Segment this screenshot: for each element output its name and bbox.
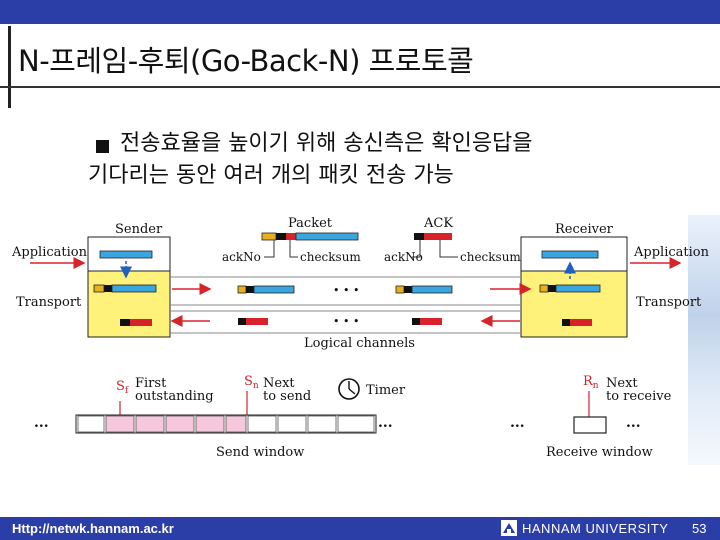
- sender-ack-red: [130, 319, 152, 326]
- packet-label: Packet: [288, 216, 333, 231]
- application-left-label: Application: [11, 245, 88, 260]
- sender-ack-black: [120, 319, 130, 326]
- flight-packet-1b: [246, 286, 254, 293]
- logical-channels-label: Logical channels: [304, 336, 415, 351]
- packet-format-ackno: [276, 233, 286, 240]
- receiver-label: Receiver: [555, 222, 614, 237]
- receive-window-left-ellipsis: ...: [510, 415, 525, 431]
- rn-label: Rn: [583, 374, 599, 391]
- next-to-send-label-2: to send: [263, 389, 311, 404]
- receiver-ack-red: [570, 319, 592, 326]
- flight-dots-top: • • •: [333, 284, 359, 297]
- footer-bar: [0, 517, 720, 540]
- university-logo-icon: [501, 520, 517, 536]
- footer-url[interactable]: Http://netwk.hannam.ac.kr: [12, 521, 174, 536]
- first-outstanding-label-1: First: [135, 376, 167, 391]
- ack-format-pointer-checksum: [439, 240, 458, 258]
- next-to-receive-label-2: to receive: [606, 389, 672, 404]
- packet-format-pointer-checksum: [289, 240, 298, 258]
- flight-ack-2a: [412, 318, 420, 325]
- receiver-transport-packet-c: [555, 284, 601, 293]
- receiver-transport-packet-a: [539, 284, 549, 293]
- sender-transport-packet-b: [104, 285, 112, 292]
- next-to-send-label-1: Next: [263, 376, 295, 391]
- transport-left-label: Transport: [16, 295, 82, 310]
- flight-packet-2b: [404, 286, 412, 293]
- send-window-cells: [77, 415, 375, 433]
- receiver-ack-black: [562, 319, 570, 326]
- flight-packet-2a: [395, 285, 405, 294]
- ackno-right-label: ackNo: [384, 250, 423, 264]
- title-vertical-rule: [8, 26, 11, 108]
- send-window-right-ellipsis: ...: [378, 415, 393, 431]
- packet-format-red: [286, 233, 296, 240]
- ack-label: ACK: [423, 216, 453, 231]
- flight-dots-bottom: • • •: [333, 315, 359, 328]
- checksum-left-label: checksum: [300, 250, 361, 264]
- sender-transport-packet-a: [93, 284, 105, 293]
- bullet-text-line1: 전송효율을 높이기 위해 송신측은 확인응답을: [120, 131, 533, 156]
- timer-icon: [338, 378, 360, 400]
- receive-window-right-ellipsis: ...: [626, 415, 641, 431]
- packet-format-pointer-ackno: [264, 240, 275, 258]
- sender-label: Sender: [115, 222, 163, 237]
- bullet-text-line2: 기다리는 동안 여러 개의 패킷 전송 가능: [88, 163, 454, 188]
- flight-ack-1a: [238, 318, 246, 325]
- page-number: 53: [692, 521, 707, 536]
- slide-title: N-프레임-후퇴(Go-Back-N) 프로토콜: [18, 44, 474, 78]
- packet-format-blue: [295, 232, 359, 241]
- timer-label: Timer: [366, 383, 406, 398]
- sender-transport-layer: [87, 270, 171, 338]
- title-horizontal-rule: [0, 86, 720, 88]
- bullet-square-icon: [96, 140, 109, 153]
- flight-packet-1c: [253, 285, 295, 294]
- flight-packet-1a: [237, 285, 247, 294]
- receiver-transport-layer: [520, 270, 628, 338]
- sn-label: Sn: [244, 374, 259, 391]
- packet-format-blue-left: [261, 232, 277, 241]
- first-outstanding-label-2: outstanding: [135, 389, 214, 404]
- footer-university: HANNAM UNIVERSITY: [522, 521, 669, 536]
- go-back-n-diagram: Sender Receiver Packet ACK Application T…: [11, 216, 710, 460]
- flight-ack-1b: [246, 318, 268, 325]
- title-area: [0, 24, 720, 110]
- flight-packet-2c: [411, 285, 453, 294]
- receive-window-label: Receive window: [546, 445, 653, 460]
- top-bar: [0, 0, 720, 24]
- receiver-app-packet: [541, 250, 599, 259]
- sender-app-packet: [99, 250, 153, 259]
- checksum-right-label: checksum: [460, 250, 521, 264]
- ack-format-red: [424, 233, 452, 240]
- right-decoration: [688, 215, 720, 465]
- transport-right-label: Transport: [636, 295, 702, 310]
- ack-format-pointer-ackno: [412, 240, 421, 258]
- send-window-label: Send window: [216, 445, 304, 460]
- next-to-receive-label-1: Next: [606, 376, 638, 391]
- receive-window-cell: [573, 416, 607, 434]
- ackno-left-label: ackNo: [222, 250, 261, 264]
- application-right-label: Application: [633, 245, 710, 260]
- ack-format-black: [414, 233, 424, 240]
- send-window-left-ellipsis: ...: [34, 415, 49, 431]
- flight-ack-2b: [420, 318, 442, 325]
- sender-transport-packet-c: [111, 284, 157, 293]
- sf-label: Sf: [116, 379, 129, 396]
- receiver-transport-packet-b: [548, 285, 556, 292]
